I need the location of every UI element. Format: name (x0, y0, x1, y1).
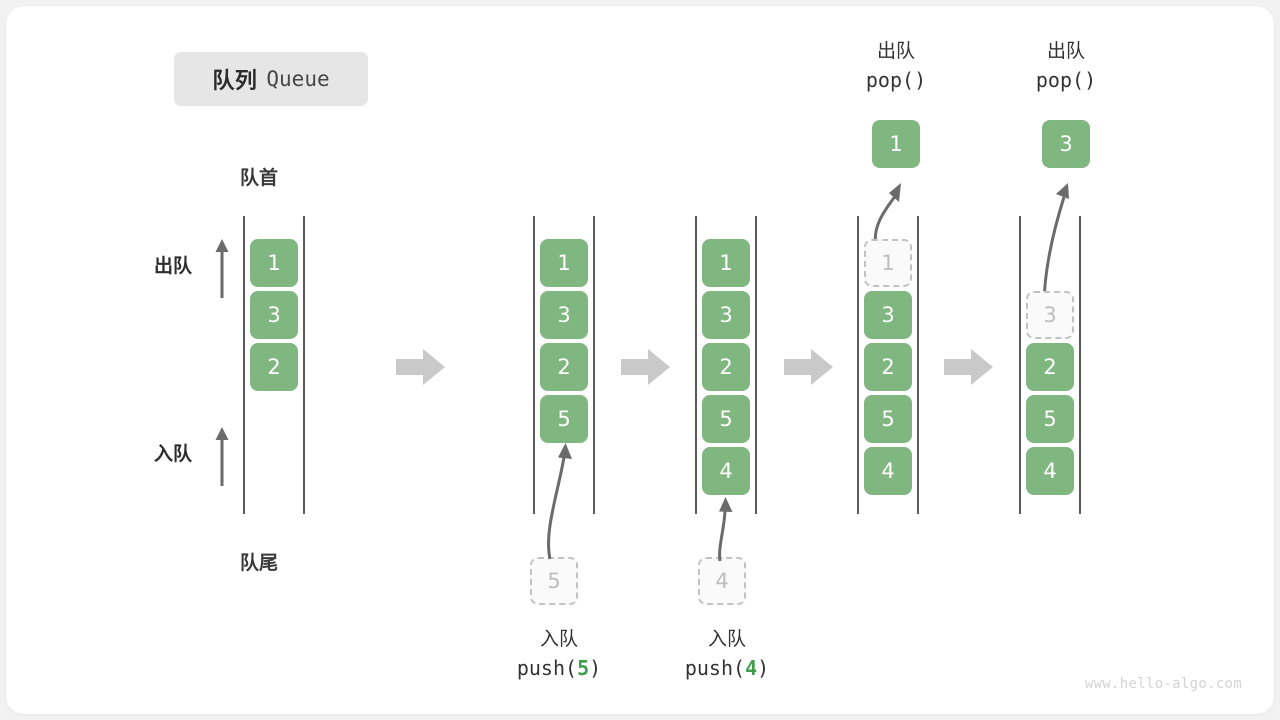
push-arrow-icon (522, 431, 582, 561)
title-chinese: 队列 (212, 69, 258, 94)
pop-arrow-icon (858, 169, 918, 249)
pop-3-operation-label: 出队 pop() (1006, 38, 1126, 95)
rail-left (857, 216, 859, 514)
queue-cell: 4 (864, 447, 912, 495)
queue-cell: 5 (864, 395, 912, 443)
push-arrow-icon (696, 493, 746, 563)
queue-cell: 1 (702, 239, 750, 287)
dequeue-side-label: 出队 (154, 255, 193, 277)
queue-cell: 4 (702, 447, 750, 495)
queue-cell: 3 (540, 291, 588, 339)
enqueue-up-arrow-icon (212, 426, 232, 488)
rail-right (303, 216, 305, 514)
queue-cell: 1 (250, 239, 298, 287)
rail-right (917, 216, 919, 514)
queue-cell: 5 (702, 395, 750, 443)
queue-cell: 3 (702, 291, 750, 339)
queue-cell: 2 (1026, 343, 1074, 391)
push-ghost-cell: 4 (698, 557, 746, 605)
push-4-line1: 入队 (707, 628, 746, 650)
queue-cell: 3 (864, 291, 912, 339)
pop-1-operation-label: 出队 pop() (836, 38, 956, 95)
push-ghost-cell: 5 (530, 557, 578, 605)
queue-cell: 2 (864, 343, 912, 391)
diagram-card: 队列 Queue 队首 出队 入队 1 3 2 队尾 (6, 6, 1274, 714)
rail-right (755, 216, 757, 514)
watermark: www.hello-algo.com (1084, 676, 1242, 692)
pop-1-line2: pop() (865, 67, 927, 92)
dequeue-up-arrow-icon (212, 238, 232, 300)
popped-cell: 3 (1042, 120, 1090, 168)
push-5-operation-label: 入队 push(5) (474, 626, 644, 683)
title-english: Queue (266, 67, 330, 91)
queue-cell: 2 (540, 343, 588, 391)
queue-cell: 3 (250, 291, 298, 339)
rail-left (695, 216, 697, 514)
rail-right (593, 216, 595, 514)
queue-cell: 1 (540, 239, 588, 287)
pop-1-line1: 出队 (876, 40, 915, 62)
rail-left (243, 216, 245, 514)
queue-cell: 2 (702, 343, 750, 391)
popped-cell: 1 (872, 120, 920, 168)
popped-ghost-cell: 3 (1026, 291, 1074, 339)
enqueue-side-label: 入队 (154, 443, 193, 465)
popped-ghost-cell: 1 (864, 239, 912, 287)
rear-label: 队尾 (240, 552, 279, 574)
push-4-operation-label: 入队 push(4) (642, 626, 812, 683)
rail-left (1019, 216, 1021, 514)
rail-left (533, 216, 535, 514)
front-label: 队首 (240, 167, 279, 189)
push-5-line1: 入队 (539, 628, 578, 650)
queue-cell: 5 (540, 395, 588, 443)
push-4-line2: push(4) (684, 655, 770, 680)
queue-cell: 4 (1026, 447, 1074, 495)
step-arrow-icon (621, 347, 671, 387)
step-arrow-icon (784, 347, 834, 387)
queue-cell: 5 (1026, 395, 1074, 443)
diagram-title-badge: 队列 Queue (174, 52, 368, 106)
rail-right (1079, 216, 1081, 514)
step-arrow-icon (944, 347, 994, 387)
step-arrow-icon (396, 347, 446, 387)
queue-cell: 2 (250, 343, 298, 391)
pop-3-line2: pop() (1035, 67, 1097, 92)
pop-3-line1: 出队 (1046, 40, 1085, 62)
push-5-line2: push(5) (516, 655, 602, 680)
